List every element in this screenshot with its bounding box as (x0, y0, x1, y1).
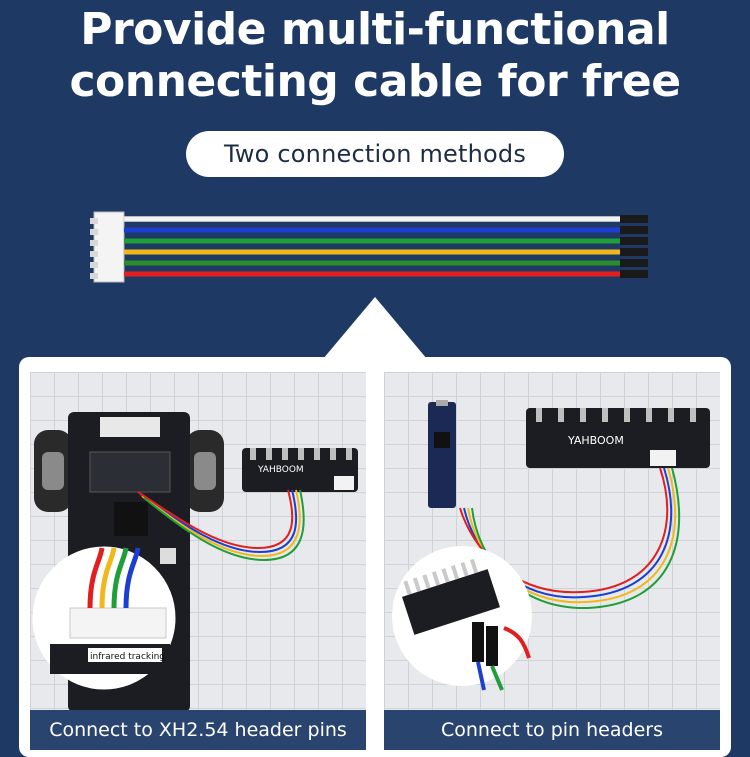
dupont-connector-2 (620, 226, 648, 234)
robot-car-illustration: YAHBOOM infrared tracking (32, 412, 358, 712)
headline: Provide multi-functional connecting cabl… (0, 4, 750, 108)
cable-wire-6 (124, 271, 624, 277)
headline-line-2: connecting cable for free (69, 56, 681, 107)
xh-connector-pins (90, 218, 98, 279)
dupont-connector-3 (620, 237, 648, 245)
connection-methods-badge: Two connection methods (186, 131, 564, 177)
dupont-connector-6 (620, 270, 648, 278)
headline-line-1: Provide multi-functional (80, 4, 670, 55)
panel-pointer (323, 297, 427, 359)
dupont-connector-5 (620, 259, 648, 267)
inset-label: infrared tracking (90, 652, 165, 662)
connection-methods-label: Two connection methods (223, 140, 527, 168)
dupont-connector-4 (620, 248, 648, 256)
cable-svg (90, 211, 648, 283)
cable-wire-1 (123, 216, 625, 222)
cable-wire-4 (124, 249, 624, 255)
cable-wire-3 (124, 238, 624, 244)
caption-xh-connection: Connect to XH2.54 header pins (30, 710, 366, 750)
pin-header-illustration: YAHBOOM (392, 400, 710, 691)
dupont-connector-1 (620, 215, 648, 223)
nano-board (428, 402, 456, 508)
caption-pin-header-connection: Connect to pin headers (384, 710, 720, 750)
photo-xh-connection: YAHBOOM infrared tracking Connect to XH2… (30, 372, 366, 750)
dupont-connectors (620, 215, 648, 278)
photo-pin-header-connection: YAHBOOM Connect to pin headers (384, 372, 720, 750)
cable-illustration (90, 208, 650, 284)
tracking-module-brand: YAHBOOM (257, 465, 304, 475)
tracking-module-right-brand: YAHBOOM (567, 434, 624, 447)
cable-wires (123, 216, 625, 277)
xh-connector (93, 211, 125, 283)
cable-wire-5 (124, 260, 624, 266)
cable-wire-2 (124, 227, 624, 233)
